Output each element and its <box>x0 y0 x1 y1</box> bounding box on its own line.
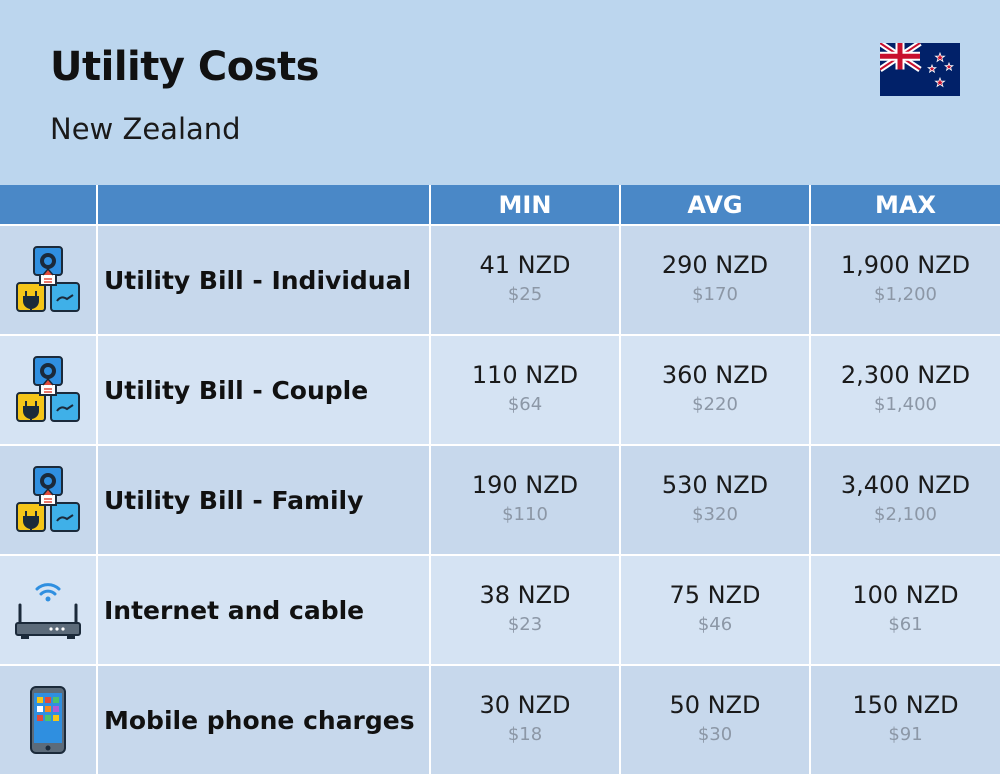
avg-usd-price: $320 <box>692 504 738 525</box>
avg-value-cell: 75 NZD $46 <box>619 555 810 666</box>
avg-value-cell: 50 NZD $30 <box>619 665 810 776</box>
row-icon-cell <box>0 555 97 666</box>
row-label: Utility Bill - Family <box>96 445 430 556</box>
row-label: Mobile phone charges <box>96 665 430 776</box>
max-value-cell: 150 NZD $91 <box>809 665 1000 776</box>
max-value-cell: 100 NZD $61 <box>809 555 1000 666</box>
max-local-price: 2,300 NZD <box>840 361 971 389</box>
min-value-cell: 30 NZD $18 <box>429 665 620 776</box>
page-header: Utility Costs New Zealand <box>0 0 1000 185</box>
row-icon-cell <box>0 665 97 776</box>
min-usd-price: $23 <box>507 614 543 635</box>
min-value-cell: 38 NZD $23 <box>429 555 620 666</box>
row-icon-cell <box>0 335 97 446</box>
avg-local-price: 50 NZD <box>669 691 761 719</box>
utility-costs-table: MIN AVG MAX Utility Bill - Ind <box>0 185 1000 776</box>
min-local-price: 30 NZD <box>479 691 571 719</box>
max-local-price: 3,400 NZD <box>840 471 971 499</box>
row-icon-cell <box>0 445 97 556</box>
avg-value-cell: 290 NZD $170 <box>619 225 810 336</box>
column-header-min: MIN <box>429 185 620 226</box>
new-zealand-flag-icon <box>880 43 960 96</box>
max-local-price: 100 NZD <box>852 581 959 609</box>
min-local-price: 190 NZD <box>471 471 579 499</box>
avg-usd-price: $170 <box>692 284 738 305</box>
page-title: Utility Costs <box>50 44 319 90</box>
row-label: Utility Bill - Individual <box>96 225 430 336</box>
max-local-price: 1,900 NZD <box>840 251 971 279</box>
avg-local-price: 530 NZD <box>661 471 769 499</box>
table-row: Utility Bill - Couple 110 NZD $64 360 NZD… <box>0 335 1000 446</box>
column-header-avg: AVG <box>619 185 810 226</box>
min-usd-price: $110 <box>502 504 548 525</box>
avg-local-price: 290 NZD <box>661 251 769 279</box>
row-label: Internet and cable <box>96 555 430 666</box>
utility-bill-icon <box>16 466 80 532</box>
column-header-item <box>96 185 430 226</box>
avg-value-cell: 530 NZD $320 <box>619 445 810 556</box>
max-value-cell: 2,300 NZD $1,400 <box>809 335 1000 446</box>
mobile-phone-icon <box>30 686 66 754</box>
max-usd-price: $1,200 <box>874 284 937 305</box>
utility-bill-icon <box>16 246 80 312</box>
column-header-icon <box>0 185 97 226</box>
min-usd-price: $18 <box>507 724 543 745</box>
max-value-cell: 1,900 NZD $1,200 <box>809 225 1000 336</box>
column-header-max: MAX <box>809 185 1000 226</box>
row-icon-cell <box>0 225 97 336</box>
avg-usd-price: $46 <box>697 614 733 635</box>
avg-value-cell: 360 NZD $220 <box>619 335 810 446</box>
table-header-row: MIN AVG MAX <box>0 185 1000 226</box>
max-usd-price: $61 <box>888 614 923 635</box>
avg-local-price: 360 NZD <box>661 361 769 389</box>
row-label: Utility Bill - Couple <box>96 335 430 446</box>
min-value-cell: 41 NZD $25 <box>429 225 620 336</box>
min-local-price: 41 NZD <box>479 251 571 279</box>
min-local-price: 38 NZD <box>479 581 571 609</box>
avg-usd-price: $220 <box>692 394 738 415</box>
min-value-cell: 110 NZD $64 <box>429 335 620 446</box>
table-row: Internet and cable 38 NZD $23 75 NZD $46 1… <box>0 555 1000 666</box>
max-usd-price: $91 <box>888 724 923 745</box>
avg-local-price: 75 NZD <box>669 581 761 609</box>
avg-usd-price: $30 <box>697 724 733 745</box>
wifi-router-icon <box>15 583 81 639</box>
min-usd-price: $25 <box>507 284 543 305</box>
min-value-cell: 190 NZD $110 <box>429 445 620 556</box>
utility-bill-icon <box>16 356 80 422</box>
table-row: Utility Bill - Family 190 NZD $110 530 NZ… <box>0 445 1000 556</box>
max-value-cell: 3,400 NZD $2,100 <box>809 445 1000 556</box>
table-row: Utility Bill - Individual 41 NZD $25 290 … <box>0 225 1000 336</box>
min-usd-price: $64 <box>507 394 543 415</box>
page-subtitle: New Zealand <box>50 112 241 146</box>
min-local-price: 110 NZD <box>471 361 579 389</box>
table-row: Mobile phone charges 30 NZD $18 50 NZD $30… <box>0 665 1000 776</box>
max-local-price: 150 NZD <box>852 691 959 719</box>
max-usd-price: $1,400 <box>874 394 937 415</box>
max-usd-price: $2,100 <box>874 504 937 525</box>
